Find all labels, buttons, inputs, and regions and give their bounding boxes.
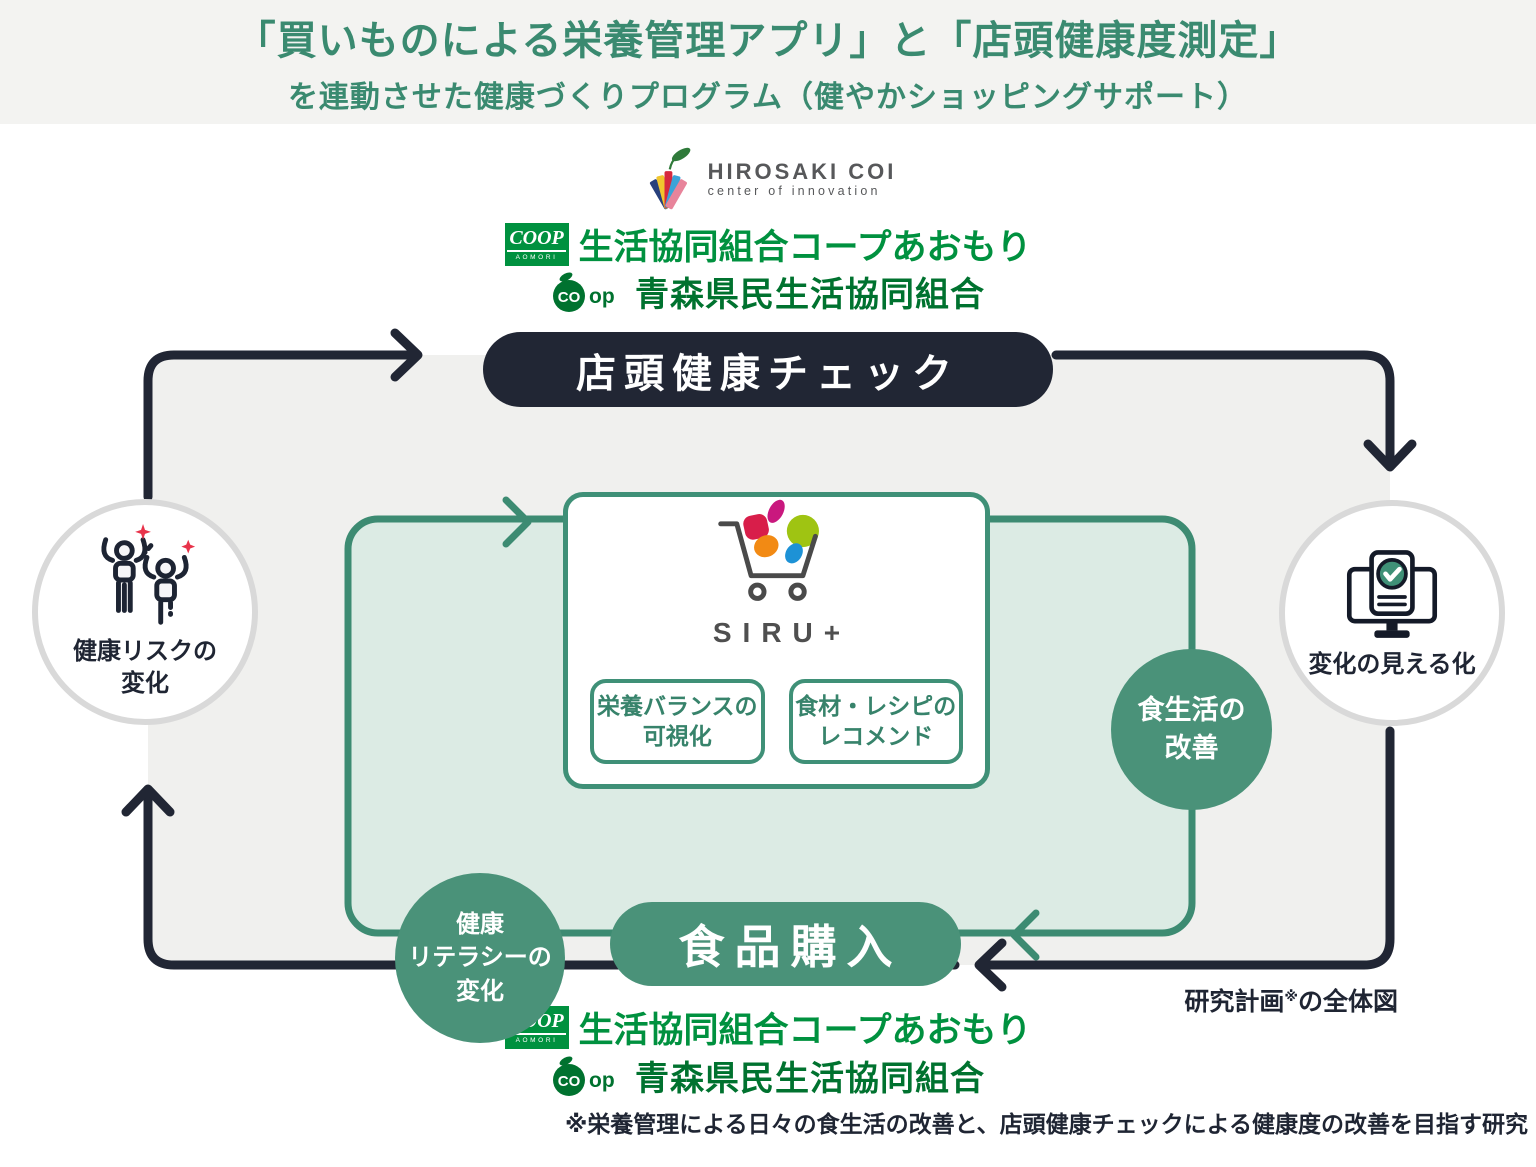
health-risk-line2: 変化 [121, 670, 169, 697]
diet-improvement-line1: 食生活の [1137, 694, 1246, 725]
coop-glyph-op: op [589, 285, 615, 308]
loop-bottom-right-segment [977, 726, 1395, 970]
check-mark [1383, 566, 1402, 582]
apple-stripes [649, 171, 687, 210]
coop-apple-leaf [559, 271, 573, 282]
food-purchase-label: 食品購入 [678, 921, 903, 973]
hirosaki-wordmark: HIROSAKI COI center of innovation [708, 159, 897, 199]
coop-aomori-label: 生活協同組合コープあおもり [578, 228, 1032, 267]
coop-kenmin-logo-top: CO op 青森県民生活協同組合 [0, 267, 1536, 316]
caption-suffix: の全体図 [1297, 988, 1398, 1016]
coop-glyph-co: CO [558, 289, 581, 306]
loop-top-right-segment [1051, 350, 1395, 465]
diet-improvement-line2: 改善 [1164, 732, 1219, 763]
nutrition-balance-line2: 可視化 [642, 722, 712, 749]
food-blob-lime [786, 514, 819, 548]
footnote: ※栄養管理による日々の食生活の改善と、店頭健康チェックによる健康度の改善を目指す… [564, 1111, 1528, 1137]
food-blob-magenta [766, 499, 785, 523]
hirosaki-subtitle: center of innovation [707, 184, 881, 199]
monitor-check-icon [1346, 550, 1438, 639]
recipe-recommend-line2: レコメンド [818, 722, 934, 749]
hirosaki-apple-icon [649, 147, 690, 210]
nutrition-balance-box: 栄養バランスの 可視化 [590, 679, 765, 764]
title-banner: 「買いものによる栄養管理アプリ」と「店頭健康度測定」 を連動させた健康づくりプロ… [0, 0, 1536, 124]
dark-arrow-right-icon [390, 328, 423, 382]
shopping-cart-icon [717, 499, 819, 601]
siru-plus-app-card: SIRU+ 栄養バランスの 可視化 食材・レシピの レコメンド [563, 492, 990, 789]
coop-kenmin-label: 青森県民生活協同組合 [635, 1060, 985, 1098]
storefront-health-check-pill: 店頭健康チェック [483, 332, 1053, 407]
coop-apple-icon: CO op [553, 1055, 615, 1096]
food-purchase-pill: 食品購入 [610, 902, 961, 986]
coop-aomori-label: 生活協同組合コープあおもり [578, 1011, 1032, 1050]
recipe-recommend-line1: 食材・レシピの [795, 693, 957, 720]
nutrition-balance-line1: 栄養バランスの [596, 693, 758, 720]
coop-apple-icon: CO op [553, 271, 615, 312]
check-circle [1376, 558, 1408, 590]
dark-arrow-left-icon [974, 938, 1007, 992]
health-literacy-circle: 健康 リテラシーの 変化 [395, 873, 565, 1043]
health-literacy-line1: 健康 [456, 910, 504, 938]
apple-leaf [671, 147, 690, 162]
coop-badge: COOP AOMORI [504, 223, 569, 266]
storefront-health-check-label: 店頭健康チェック [576, 351, 960, 396]
green-arrow-left-icon [1010, 909, 1040, 961]
title-line1: 「買いものによる栄養管理アプリ」と「店頭健康度測定」 [235, 19, 1301, 63]
green-arrow-right-icon [502, 496, 532, 548]
health-literacy-line2: リテラシーの [408, 944, 552, 972]
caption-prefix: 研究計画 [1184, 988, 1285, 1016]
food-blob-red [742, 514, 769, 540]
coop-apple-body [553, 279, 585, 312]
hirosaki-coi-logo: HIROSAKI COI center of innovation [0, 146, 1536, 212]
research-plan-caption: 研究計画※の全体図 [1184, 982, 1398, 1018]
coop-badge-word: COOP [507, 228, 566, 252]
food-blob-blue [784, 543, 803, 564]
siru-plus-brand: SIRU+ [712, 617, 852, 648]
diet-improvement-circle: 食生活の 改善 [1111, 649, 1272, 810]
loop-bottom-left-segment [143, 787, 960, 970]
recipe-recommend-box: 食材・レシピの レコメンド [788, 679, 963, 764]
sparkles [135, 524, 196, 554]
coop-aomori-logo-top: COOP AOMORI 生活協同組合コープあおもり [0, 219, 1536, 270]
food-blob-orange [753, 535, 779, 558]
loop-top-left-segment [143, 350, 419, 502]
hirosaki-name: HIROSAKI COI [707, 159, 897, 185]
health-risk-line1: 健康リスクの [73, 638, 217, 666]
coop-kenmin-logo-bottom: CO op 青森県民生活協同組合 [0, 1051, 1536, 1100]
dark-loop-paths [121, 328, 1417, 992]
caption-marker: ※ [1284, 988, 1298, 1004]
dark-arrow-up-icon [121, 784, 175, 817]
celebrating-people-icon [101, 524, 196, 626]
visualize-change-label: 変化の見える化 [1308, 651, 1476, 679]
health-risk-change-label: 健康リスクの 変化 [73, 636, 217, 699]
health-risk-change-circle: 健康リスクの 変化 [32, 499, 258, 725]
coop-kenmin-label: 青森県民生活協同組合 [635, 276, 985, 314]
health-literacy-line3: 変化 [456, 977, 504, 1005]
coop-badge-sub: AOMORI [515, 1037, 558, 1044]
green-arrowheads [502, 496, 1040, 961]
coop-glyph-op: op [589, 1069, 615, 1092]
app-feature-boxes: 栄養バランスの 可視化 食材・レシピの レコメンド [590, 679, 963, 764]
cart-frame [717, 521, 818, 601]
visualize-change-circle: 変化の見える化 [1279, 500, 1505, 726]
coop-badge-sub: AOMORI [515, 254, 558, 261]
title-line2: を連動させた健康づくりプログラム（健やかショッピングサポート） [287, 81, 1249, 114]
coop-glyph-co: CO [558, 1073, 581, 1090]
dark-arrow-down-icon [1363, 439, 1417, 472]
